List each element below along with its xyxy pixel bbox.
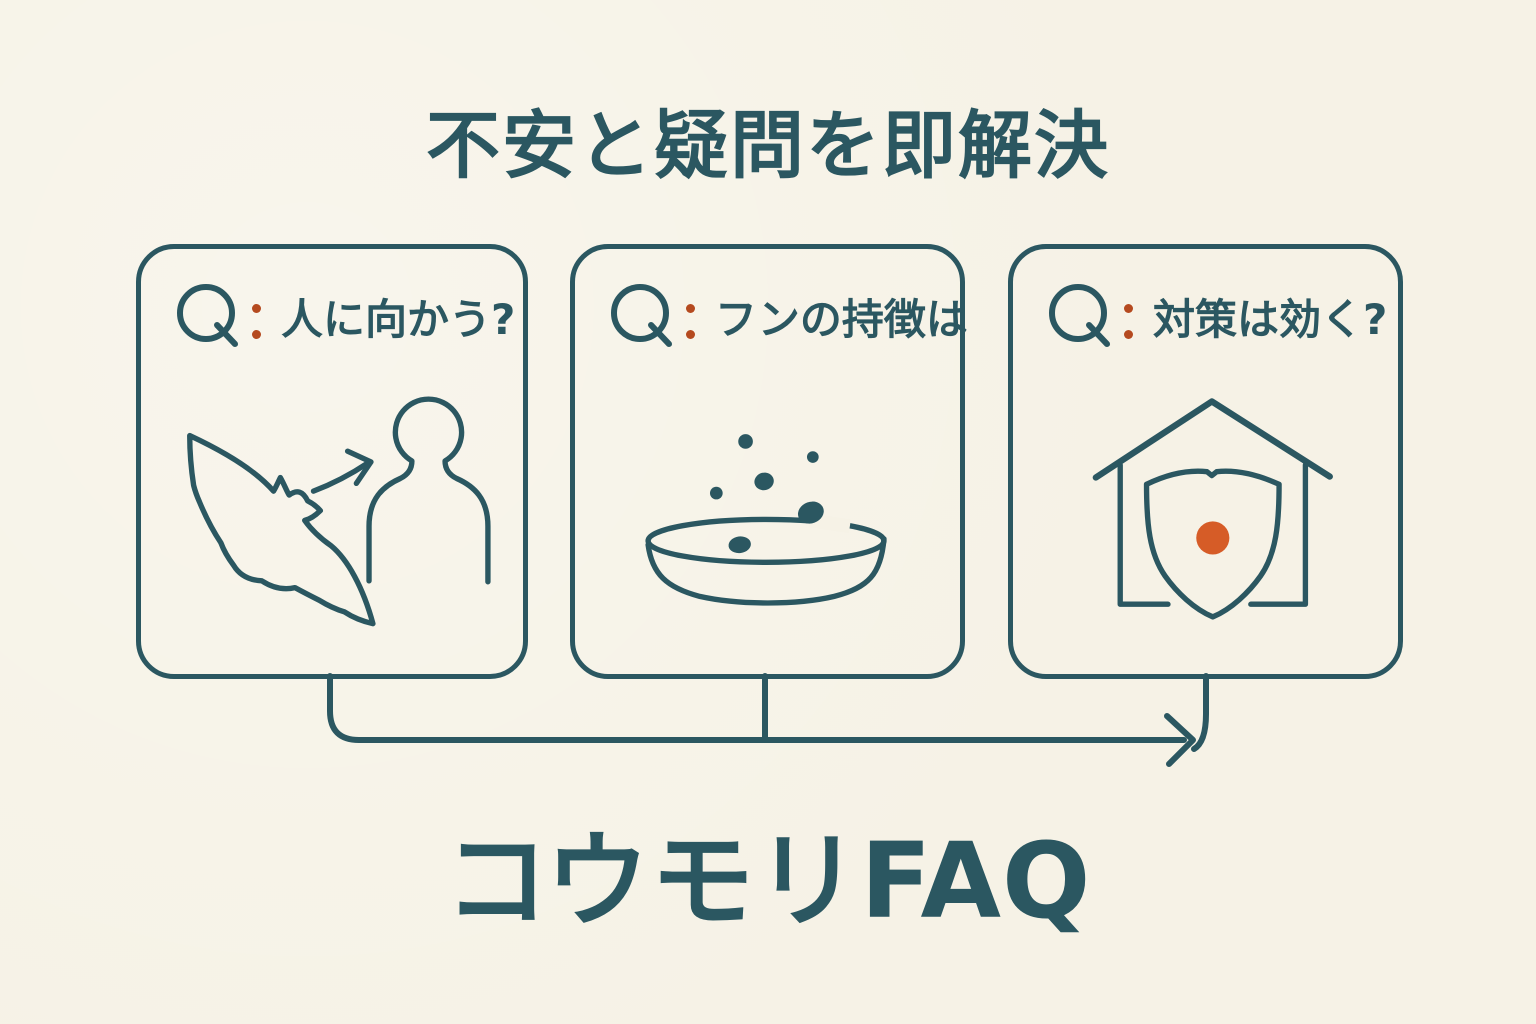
dropping-dot xyxy=(806,451,819,463)
arrow-toward-person-icon xyxy=(310,460,371,494)
colon-icon xyxy=(686,303,695,339)
house-right-wall xyxy=(1248,462,1309,607)
connector-from-card1 xyxy=(327,673,1187,743)
dropping-dot xyxy=(728,536,751,554)
bat-icon xyxy=(187,432,376,627)
house-with-shield-icon xyxy=(1092,398,1333,620)
q-mark-icon xyxy=(611,284,672,347)
house-left-wall xyxy=(1117,462,1171,607)
faq-card-droppings: フンの持徴は xyxy=(570,244,968,679)
connector-from-card3 xyxy=(1191,673,1209,752)
house-roof xyxy=(1092,398,1333,481)
page-title: 不安と疑問を即解決 xyxy=(426,103,1110,189)
shield-icon xyxy=(1143,468,1282,620)
question-text: 対策は効く? xyxy=(1153,294,1388,344)
q-mark-icon xyxy=(177,284,238,347)
card-question-row: 対策は効く? xyxy=(1013,249,1398,351)
dropping-dot xyxy=(709,486,723,500)
card-question-row: フンの持徴は xyxy=(575,249,968,351)
dropping-dot xyxy=(738,434,753,449)
droppings-over-dish-icon xyxy=(645,434,887,606)
accent-dot xyxy=(1196,521,1230,555)
question-text: フンの持徴は xyxy=(715,294,968,344)
bat-flying-toward-person-icon xyxy=(187,396,491,627)
faq-card-bat-behavior: 人に向かう? xyxy=(136,244,528,679)
q-mark-icon xyxy=(1049,284,1110,347)
card-question-row: 人に向かう? xyxy=(141,249,523,351)
colon-icon xyxy=(1124,303,1133,339)
person-icon xyxy=(366,396,491,585)
arrowhead xyxy=(344,448,374,487)
dropping-dot xyxy=(797,501,824,524)
colon-icon xyxy=(252,303,261,339)
dish-body xyxy=(645,536,887,606)
dropping-dot xyxy=(754,472,774,491)
faq-card-countermeasures: 対策は効く? xyxy=(1008,244,1403,679)
arrow-right-icon xyxy=(1164,713,1196,767)
footer-title: コウモリFAQ xyxy=(444,820,1092,942)
question-text: 人に向かう? xyxy=(281,294,516,344)
